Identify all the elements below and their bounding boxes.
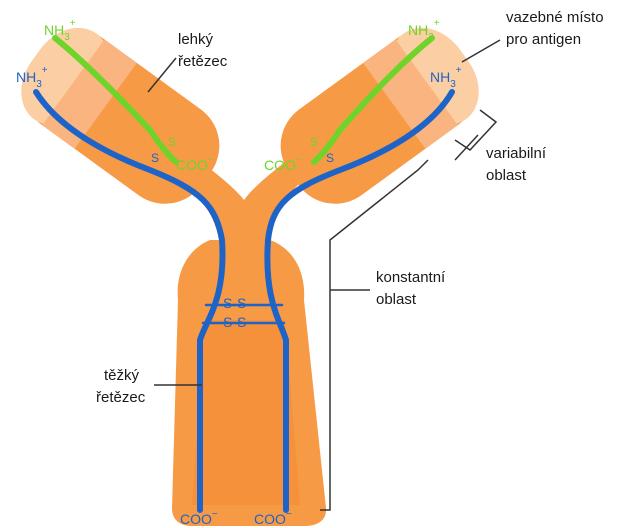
label-constant-region: konstantní oblast xyxy=(376,269,446,308)
ss-left-lower: S xyxy=(151,151,159,165)
label-light-chain-line1: lehký xyxy=(178,31,214,48)
ss-right-upper: S xyxy=(310,135,318,149)
hinge-ss-bond-1: S-S xyxy=(223,295,246,311)
label-heavy-chain-line1: těžký xyxy=(104,367,140,384)
label-constant-line1: konstantní xyxy=(376,269,446,286)
label-binding-site-line1: vazebné místo xyxy=(506,9,604,26)
label-heavy-chain-line2: řetězec xyxy=(96,389,146,406)
label-light-chain: lehký řetězec xyxy=(178,31,228,70)
leader-binding-site xyxy=(462,40,500,62)
hinge-ss-bond-2: S-S xyxy=(223,314,246,330)
ss-left-upper: S xyxy=(168,135,176,149)
label-constant-line2: oblast xyxy=(376,291,417,308)
leader-variable xyxy=(455,135,478,160)
label-heavy-chain: těžký řetězec xyxy=(96,367,146,406)
label-variable-line2: oblast xyxy=(486,167,527,184)
label-variable-line1: variabilní xyxy=(486,145,547,162)
label-binding-site: vazebné místo pro antigen xyxy=(506,9,604,48)
constant-bracket xyxy=(320,160,428,510)
label-light-chain-line2: řetězec xyxy=(178,53,228,70)
label-binding-site-line2: pro antigen xyxy=(506,31,581,48)
ss-right-lower: S xyxy=(326,151,334,165)
label-variable-region: variabilní oblast xyxy=(486,145,547,184)
